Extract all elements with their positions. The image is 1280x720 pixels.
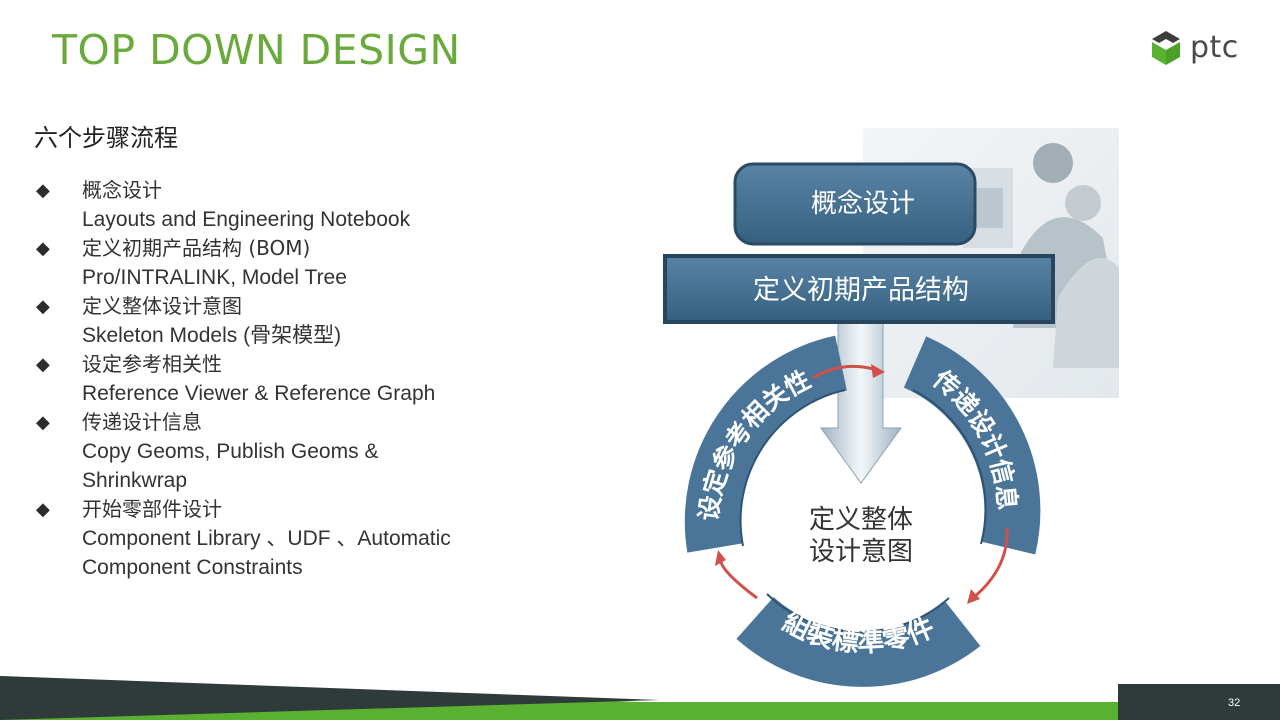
center-label-line2: 设计意图 — [809, 537, 913, 567]
down-arrow — [820, 317, 902, 484]
bullet-heading: 开始零部件设计 — [82, 497, 222, 521]
arc-assemble — [736, 596, 981, 687]
diamond-icon: ◆ — [36, 499, 50, 520]
bullet-heading: 概念设计 — [82, 178, 162, 202]
diamond-icon: ◆ — [36, 180, 50, 201]
bullet-heading: 定义初期产品结构 (BOM) — [82, 236, 311, 260]
diamond-icon: ◆ — [36, 354, 50, 375]
product-structure-label: 定义初期产品结构 — [753, 275, 969, 306]
diamond-icon: ◆ — [36, 238, 50, 259]
bullet-item: ◆ 设定参考相关性 Reference Viewer & Reference G… — [36, 350, 596, 408]
arc-transfer — [903, 336, 1041, 555]
diamond-icon: ◆ — [36, 412, 50, 433]
bullet-item: ◆ 传递设计信息 Copy Geoms, Publish Geoms & Shr… — [36, 408, 596, 495]
footer-band — [0, 676, 1280, 720]
bullet-detail: Reference Viewer & Reference Graph — [82, 382, 436, 405]
center-label-line1: 定义整体 — [809, 505, 913, 535]
diamond-icon: ◆ — [36, 296, 50, 317]
bullet-heading: 定义整体设计意图 — [82, 294, 242, 318]
bullet-list: ◆ 概念设计 Layouts and Engineering Notebook … — [36, 176, 596, 582]
page-number: 32 — [1228, 697, 1241, 709]
bullet-detail: Pro/INTRALINK, Model Tree — [82, 266, 347, 289]
bullet-detail: Component Library 、UDF 、Automatic — [82, 527, 451, 550]
bullet-detail: Copy Geoms, Publish Geoms & — [82, 440, 379, 463]
bullet-detail: Layouts and Engineering Notebook — [82, 208, 411, 231]
ptc-logo: ptc — [1150, 30, 1239, 66]
bullet-item: ◆ 定义整体设计意图 Skeleton Models (骨架模型) — [36, 292, 596, 350]
section-subtitle: 六个步骤流程 — [34, 124, 178, 152]
bullet-item: ◆ 定义初期产品结构 (BOM) Pro/INTRALINK, Model Tr… — [36, 234, 596, 292]
bullet-item: ◆ 概念设计 Layouts and Engineering Notebook — [36, 176, 596, 234]
bullet-detail: Skeleton Models (骨架模型) — [82, 324, 342, 347]
concept-design-label: 概念设计 — [811, 189, 915, 219]
process-ring — [684, 335, 1041, 687]
logo-text: ptc — [1190, 30, 1239, 65]
red-arrow-right — [972, 527, 1009, 600]
bullet-heading: 传递设计信息 — [82, 410, 202, 434]
product-structure-box — [663, 254, 1055, 324]
process-diagram: 概念设计 定义初期产品结构 设定参考相关性 传递设计信息 組裝標準零件 定义整体… — [663, 128, 1119, 698]
ptc-logo-icon — [1152, 31, 1180, 65]
red-arrow-top — [812, 364, 878, 380]
bullet-item: ◆ 开始零部件设计 Component Library 、UDF 、Automa… — [36, 495, 596, 582]
bullet-detail: Shrinkwrap — [82, 469, 188, 492]
arc-reference — [684, 335, 848, 553]
bullet-detail: Component Constraints — [82, 556, 303, 579]
concept-design-box — [733, 162, 977, 246]
bullet-heading: 设定参考相关性 — [82, 352, 222, 376]
slide-title: TOP DOWN DESIGN — [52, 26, 461, 74]
